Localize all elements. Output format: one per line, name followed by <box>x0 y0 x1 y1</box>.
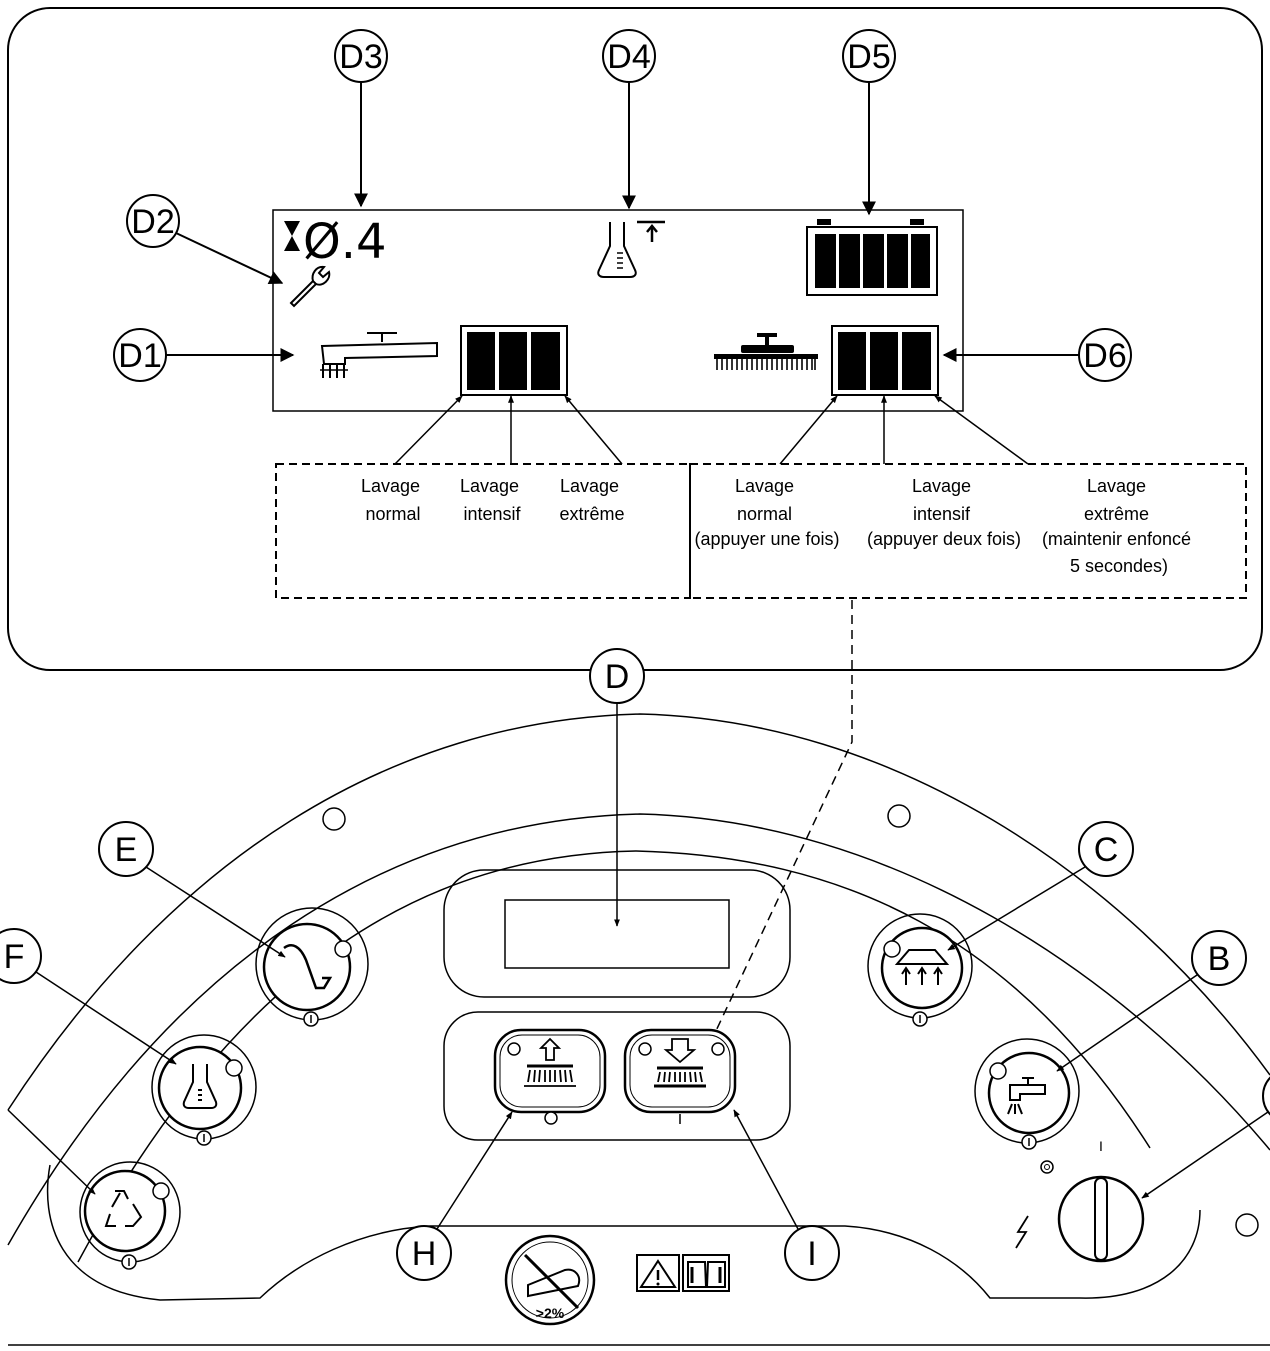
arrow-I <box>733 1109 799 1230</box>
callout-D: D <box>589 648 645 704</box>
lcd-screen <box>272 209 964 412</box>
power-icon <box>1015 1215 1029 1249</box>
key-switch-icon <box>1094 1177 1108 1261</box>
detergent-button[interactable] <box>151 1034 257 1146</box>
squeegee-icon <box>283 944 333 990</box>
svg-text:B: B <box>1208 940 1231 978</box>
svg-text:D6: D6 <box>1083 337 1126 375</box>
level-arrows <box>394 395 1029 465</box>
arrow-C <box>947 866 1086 951</box>
svg-text:E: E <box>115 831 138 869</box>
callout-D1: D1 <box>113 328 167 382</box>
deck-down-button[interactable] <box>623 1028 737 1124</box>
svg-text:D5: D5 <box>847 38 890 76</box>
callout-E: E <box>98 821 154 877</box>
mount-hole <box>887 804 911 828</box>
arrow-A <box>1141 1111 1269 1199</box>
deck-down-icon <box>654 1038 706 1088</box>
hour-meter-value: Ø.4 <box>303 214 387 270</box>
deck-up-button[interactable] <box>493 1028 607 1125</box>
callout-H: H <box>396 1225 452 1281</box>
svg-text:D1: D1 <box>118 337 161 375</box>
dashed-leader <box>705 600 853 1053</box>
callout-D6: D6 <box>1078 328 1132 382</box>
callout-B: B <box>1191 930 1247 986</box>
svg-text:H: H <box>412 1235 437 1273</box>
callout-C: C <box>1078 821 1134 877</box>
water-icon <box>1007 1077 1046 1115</box>
caption-right-1: Lavage normal (appuyer une fois) <box>694 476 839 549</box>
svg-text:I: I <box>807 1235 816 1273</box>
hourglass-icon <box>284 221 300 251</box>
solution-level-indicator <box>460 325 568 396</box>
svg-text:F: F <box>4 938 25 976</box>
control-panel <box>7 713 1270 1346</box>
arrow-F <box>35 971 177 1065</box>
callout-F: F <box>0 928 42 984</box>
caption-left-2: Lavage intensif <box>460 476 524 524</box>
water-button[interactable] <box>974 1038 1080 1150</box>
squeegee-button[interactable] <box>255 907 369 1027</box>
manual-icon <box>682 1254 730 1292</box>
mount-hole <box>322 807 346 831</box>
callout-D2: D2 <box>126 194 180 248</box>
arrow-D2 <box>175 232 284 284</box>
solution-faucet-icon <box>320 332 438 378</box>
callout-D5: D5 <box>842 29 896 83</box>
switch-on-mark: I <box>1099 1138 1103 1154</box>
svg-text:D2: D2 <box>131 203 174 241</box>
arrow-E <box>145 866 286 958</box>
arrow-B <box>1056 974 1198 1072</box>
svg-text:D: D <box>605 658 630 696</box>
arrow-G <box>7 1109 96 1195</box>
flask-icon <box>597 220 665 278</box>
arrow-H <box>436 1111 513 1230</box>
detergent-icon <box>182 1064 218 1109</box>
recycle-icon <box>104 1190 143 1227</box>
callout-D3: D3 <box>334 29 388 83</box>
caption-right-3: Lavage extrême (maintenir enfoncé 5 seco… <box>1042 476 1196 576</box>
deck-up-icon <box>524 1037 576 1087</box>
recycle-button[interactable] <box>79 1161 181 1270</box>
svg-text:D3: D3 <box>339 38 382 76</box>
slope-text: >2% <box>536 1305 565 1321</box>
mount-hole <box>1235 1213 1259 1237</box>
wrench-icon <box>289 265 331 308</box>
brush-pressure-indicator <box>831 325 939 396</box>
svg-text:D4: D4 <box>607 38 650 76</box>
deck-button-housing <box>443 1011 791 1141</box>
caption-right-2: Lavage intensif (appuyer deux fois) <box>867 476 1021 549</box>
right-caption-box <box>689 463 1247 599</box>
warning-icon <box>636 1254 680 1292</box>
caption-left-3: Lavage extrême <box>559 476 624 524</box>
callout-I: I <box>784 1225 840 1281</box>
scrub-brush-icon <box>714 333 818 370</box>
callout-D4: D4 <box>602 29 656 83</box>
battery-icon <box>806 219 938 296</box>
no-slope-icon: >2% <box>504 1234 596 1326</box>
callout-A-partial <box>1262 1076 1270 1116</box>
svg-text:C: C <box>1094 831 1119 869</box>
caption-left-1: Lavage normal <box>361 476 425 524</box>
vacuum-icon <box>894 949 950 985</box>
vacuum-button[interactable] <box>867 913 973 1027</box>
key-switch[interactable]: I <box>1015 1138 1145 1263</box>
